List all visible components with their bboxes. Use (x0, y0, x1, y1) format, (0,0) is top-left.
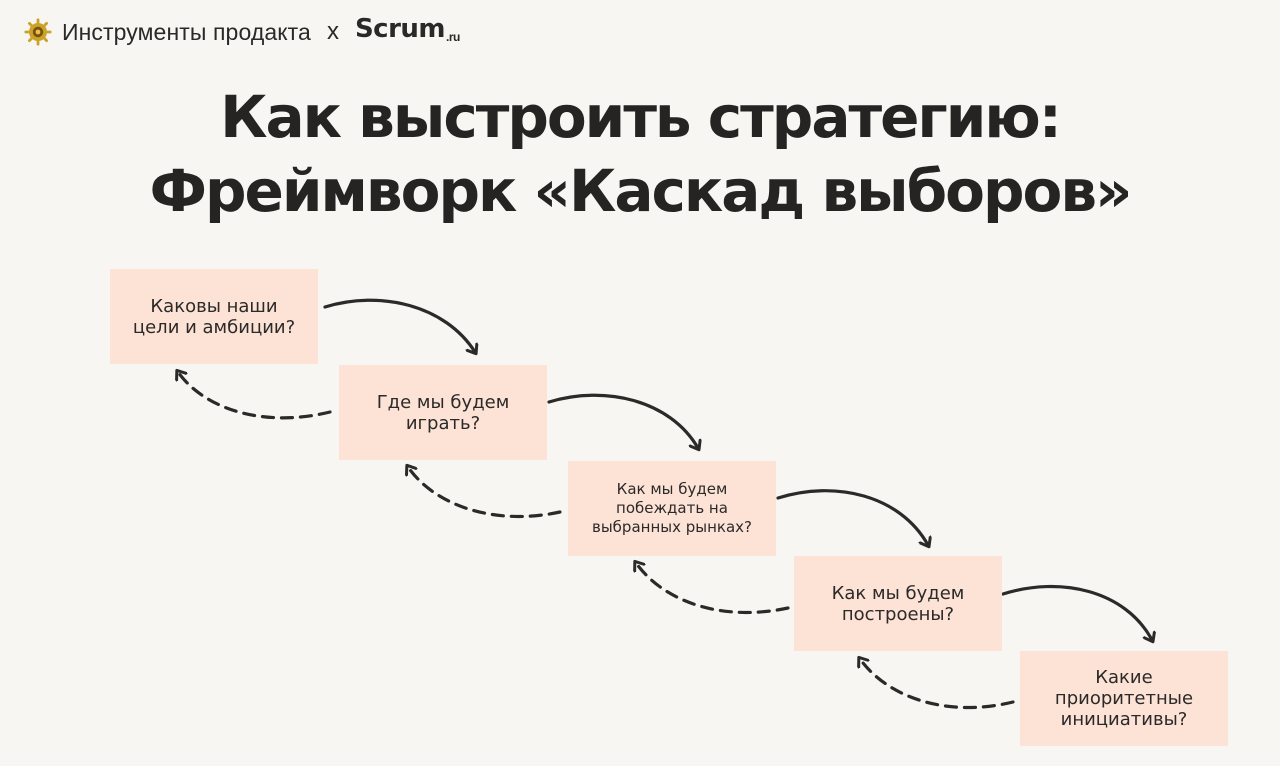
forward-arrow-3 (776, 489, 928, 545)
step-goals-box: Каковы наши цели и амбиции? (110, 269, 318, 364)
feedback-arrow-3 (636, 563, 790, 615)
step-capabilities-box: Как мы будем построены? (794, 556, 1002, 651)
partner-wordmark: Scrum (354, 14, 446, 44)
step-where-to-play-text: Где мы будем играть? (376, 391, 510, 434)
step-initiatives-box: Какие приоритетные инициативы? (1020, 651, 1228, 746)
feedback-arrow-2 (408, 467, 562, 519)
title-line-2: Фреймворк «Каскад выборов» (149, 157, 1132, 225)
forward-arrow-2 (547, 393, 698, 448)
collab-separator: x (326, 18, 339, 45)
step-how-to-win-text: Как мы будем побеждать на выбранных рынк… (591, 480, 752, 536)
feedback-arrow-4 (860, 659, 1015, 710)
header: Инструменты продакта x Scrum.ru (24, 14, 460, 50)
forward-arrow-1 (323, 298, 475, 352)
step-where-to-play-box: Где мы будем играть? (339, 365, 547, 460)
partner-name: Scrum.ru (355, 14, 460, 44)
title-line-1: Как выстроить стратегию: (220, 83, 1062, 151)
forward-arrow-4 (1001, 584, 1152, 640)
feedback-arrow-1 (178, 372, 332, 420)
step-goals-text: Каковы наши цели и амбиции? (132, 295, 296, 338)
partner-domain: .ru (446, 30, 460, 44)
step-capabilities-text: Как мы будем построены? (831, 582, 965, 625)
step-how-to-win-box: Как мы будем побеждать на выбранных рынк… (568, 461, 776, 556)
step-initiatives-text: Какие приоритетные инициативы? (1054, 667, 1194, 730)
page-title: Как выстроить стратегию: Фреймворк «Каск… (0, 80, 1280, 228)
sun-gear-logo-icon (24, 18, 52, 46)
brand-name: Инструменты продакта (62, 18, 311, 45)
